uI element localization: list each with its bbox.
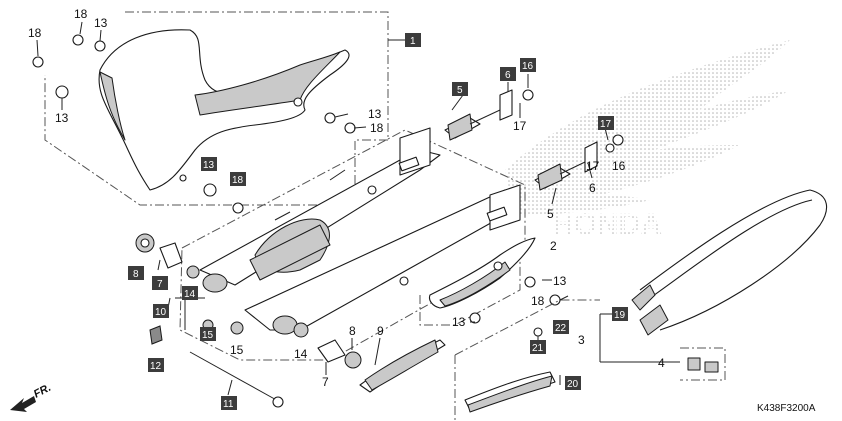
callout-16: 16 (612, 159, 626, 173)
honda-watermark-text: HONDA (552, 208, 662, 241)
boxed-callout-5: 5 (457, 85, 463, 96)
callout-18: 18 (370, 121, 384, 135)
boxed-callouts: 1 5 6 16 17 13 18 8 7 14 10 15 12 11 19 … (128, 33, 628, 410)
callout-4: 4 (658, 356, 665, 370)
boxed-callout-21: 21 (532, 343, 544, 354)
callout-6: 6 (589, 181, 596, 195)
boxed-callout-20: 20 (567, 379, 579, 390)
boxed-callout-17: 17 (600, 119, 612, 130)
callout-18: 18 (74, 7, 88, 21)
callout-13: 13 (55, 111, 69, 125)
callout-15: 15 (230, 343, 244, 357)
callout-17: 17 (513, 119, 527, 133)
drive-chain (599, 189, 828, 381)
chain-adjuster-lower (534, 134, 624, 191)
boxed-callout-13: 13 (203, 160, 215, 171)
callout-13: 13 (553, 274, 567, 288)
honda-wing-logo: HONDA (505, 40, 790, 241)
chain-guide-lower (454, 299, 600, 420)
callout-3: 3 (578, 333, 585, 347)
boxed-callout-19: 19 (614, 310, 626, 321)
boxed-callout-7: 7 (157, 279, 163, 290)
boxed-callout-18: 18 (232, 175, 244, 186)
callout-8: 8 (349, 324, 356, 338)
callout-5: 5 (547, 207, 554, 221)
boxed-callout-1: 1 (410, 36, 416, 47)
front-direction-arrow: FR. (10, 382, 53, 412)
callout-2: 2 (550, 239, 557, 253)
callout-17: 17 (586, 159, 600, 173)
boxed-callout-15: 15 (202, 330, 214, 341)
chain-slider-upper (419, 237, 561, 326)
boxed-callout-14: 14 (184, 289, 196, 300)
direction-label: FR. (32, 382, 53, 401)
swingarm (179, 127, 526, 361)
boxed-callout-12: 12 (150, 361, 162, 372)
chain-adjuster-upper (444, 89, 534, 141)
callout-13: 13 (94, 16, 108, 30)
chain-case-hardware (32, 21, 367, 214)
callout-18: 18 (28, 26, 42, 40)
callout-13: 13 (452, 315, 466, 329)
plain-callouts: 18 13 18 13 13 18 17 16 6 5 2 13 18 13 3… (28, 7, 665, 389)
callout-9: 9 (377, 324, 384, 338)
diagram-code: K438F3200A (757, 403, 816, 414)
boxed-callout-16: 16 (522, 61, 534, 72)
callout-18: 18 (531, 294, 545, 308)
callout-7: 7 (322, 375, 329, 389)
lower-slider-group (317, 339, 446, 393)
boxed-callout-8: 8 (133, 269, 139, 280)
callout-14: 14 (294, 347, 308, 361)
callout-13: 13 (368, 107, 382, 121)
boxed-callout-10: 10 (155, 307, 167, 318)
boxed-callout-22: 22 (555, 323, 567, 334)
boxed-callout-11: 11 (223, 399, 234, 410)
pivot-parts (135, 233, 309, 408)
boxed-callout-6: 6 (505, 70, 511, 81)
